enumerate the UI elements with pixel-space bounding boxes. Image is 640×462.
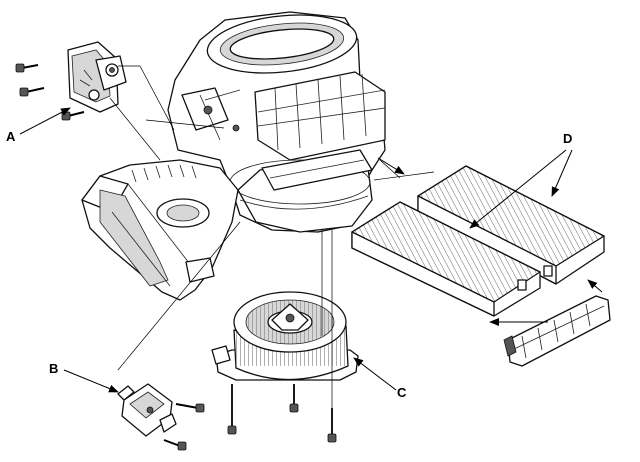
filter-cover (503, 295, 611, 367)
assembly-guide-lines (109, 65, 435, 408)
mode-motor-assembly (67, 41, 127, 113)
blower-motor (211, 291, 359, 381)
callout-a-label: A (6, 129, 16, 144)
callout-d: D (469, 131, 573, 229)
resistor-screws (163, 403, 205, 451)
callout-b: B (49, 361, 119, 393)
air-filters (350, 165, 606, 317)
callout-c-label: C (397, 385, 407, 400)
blower-housing (167, 11, 386, 233)
callout-d-arrow-1 (469, 149, 567, 229)
callout-c: C (353, 357, 407, 400)
callout-c-arrow (353, 357, 397, 391)
callout-d-label: D (563, 131, 572, 146)
install-direction-arrows (377, 157, 603, 326)
blower-resistor (117, 383, 177, 437)
callout-b-arrow (63, 369, 119, 393)
callout-b-label: B (49, 361, 58, 376)
callout-d-arrow-2 (551, 149, 573, 197)
callout-a: A (6, 107, 71, 144)
callout-a-arrow (19, 107, 71, 135)
intake-duct (81, 159, 239, 301)
blower-motor-screws (227, 384, 337, 443)
